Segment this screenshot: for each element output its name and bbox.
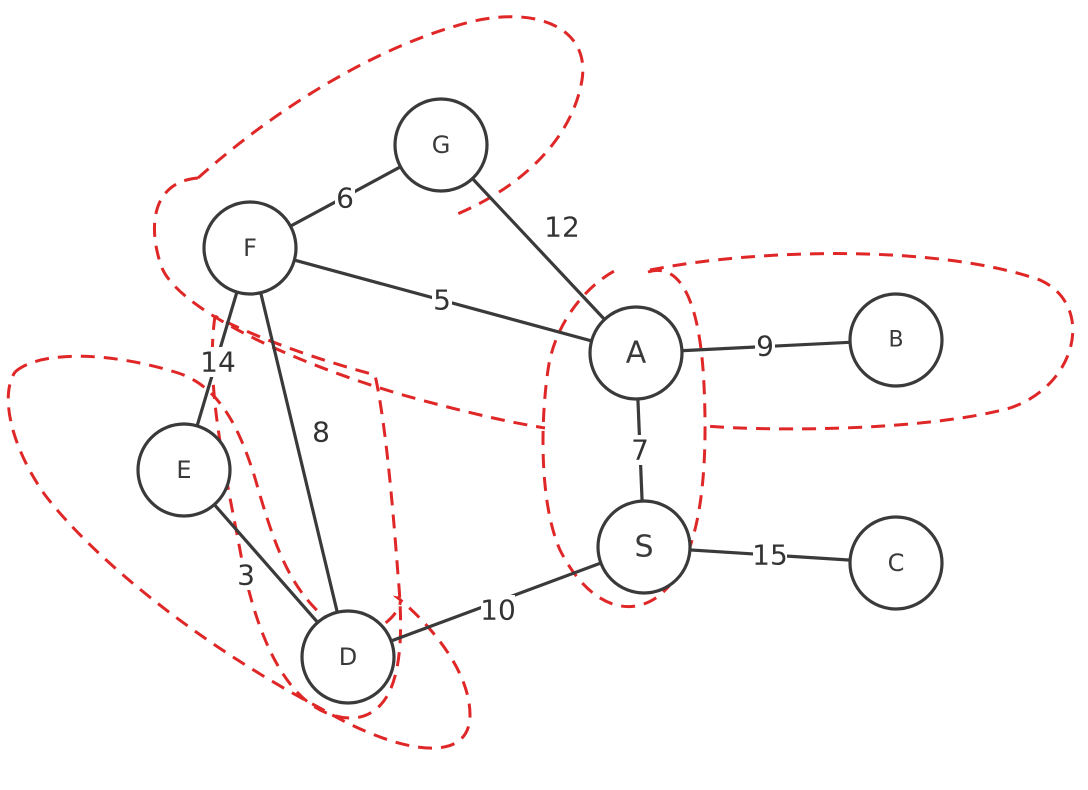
edge-weight-e-d: 3 <box>237 559 255 592</box>
node-g: G <box>393 97 489 193</box>
edge-weight-a-s: 7 <box>631 434 649 467</box>
node-circle <box>300 609 396 705</box>
node-f: F <box>202 200 298 296</box>
edge-weight-background <box>311 417 331 447</box>
node-e: E <box>136 422 232 518</box>
clusters-layer <box>6 15 1075 750</box>
node-label: G <box>432 131 451 159</box>
node-label: E <box>176 456 191 484</box>
node-circle <box>202 200 298 296</box>
node-label: A <box>626 336 647 371</box>
node-a: A <box>588 305 684 401</box>
edge-weight-s-d: 10 <box>480 594 516 627</box>
edge-weight-s-c: 15 <box>752 539 788 572</box>
edge-weight-g-a: 12 <box>544 211 580 244</box>
node-circle <box>136 422 232 518</box>
edge-weight-background <box>481 595 515 625</box>
cluster-a-s <box>541 266 707 609</box>
node-label: D <box>339 643 357 671</box>
node-circle <box>848 292 944 388</box>
nodes-layer: G F A B E S C D <box>136 97 944 705</box>
cluster-g-f <box>197 15 585 217</box>
node-label: B <box>888 328 903 353</box>
node-c: C <box>848 515 944 611</box>
edge-f-d <box>248 247 350 658</box>
node-s: S <box>596 499 692 595</box>
node-circle <box>848 515 944 611</box>
edge-weight-background <box>432 285 452 315</box>
node-label: C <box>888 549 905 577</box>
cluster-a-b <box>649 252 1075 431</box>
node-d: D <box>300 609 396 705</box>
edge-weight-background <box>201 347 235 377</box>
node-circle <box>588 305 684 401</box>
edge-weight-background <box>755 331 775 361</box>
edge-weight-background <box>335 183 355 213</box>
edge-weight-f-d: 8 <box>312 416 330 449</box>
node-label: F <box>243 234 257 262</box>
edge-weight-a-b: 9 <box>756 330 774 363</box>
edge-weight-background <box>545 212 579 242</box>
edge-weight-f-e: 14 <box>200 346 236 379</box>
edge-weight-f-g: 6 <box>336 182 354 215</box>
edge-weight-background <box>630 435 650 465</box>
cluster-e-d <box>6 354 472 750</box>
node-label: S <box>634 530 653 565</box>
edge-weight-background <box>753 540 787 570</box>
edges-layer <box>182 143 897 659</box>
node-circle <box>596 499 692 595</box>
weights-layer: 6 12 5 14 8 9 7 15 10 3 <box>200 182 788 627</box>
edge-weight-f-a: 5 <box>433 284 451 317</box>
edge-weight-background <box>236 560 256 590</box>
cluster-f-a <box>152 176 546 430</box>
node-b: B <box>848 292 944 388</box>
cluster-f-d <box>210 314 403 720</box>
node-circle <box>393 97 489 193</box>
